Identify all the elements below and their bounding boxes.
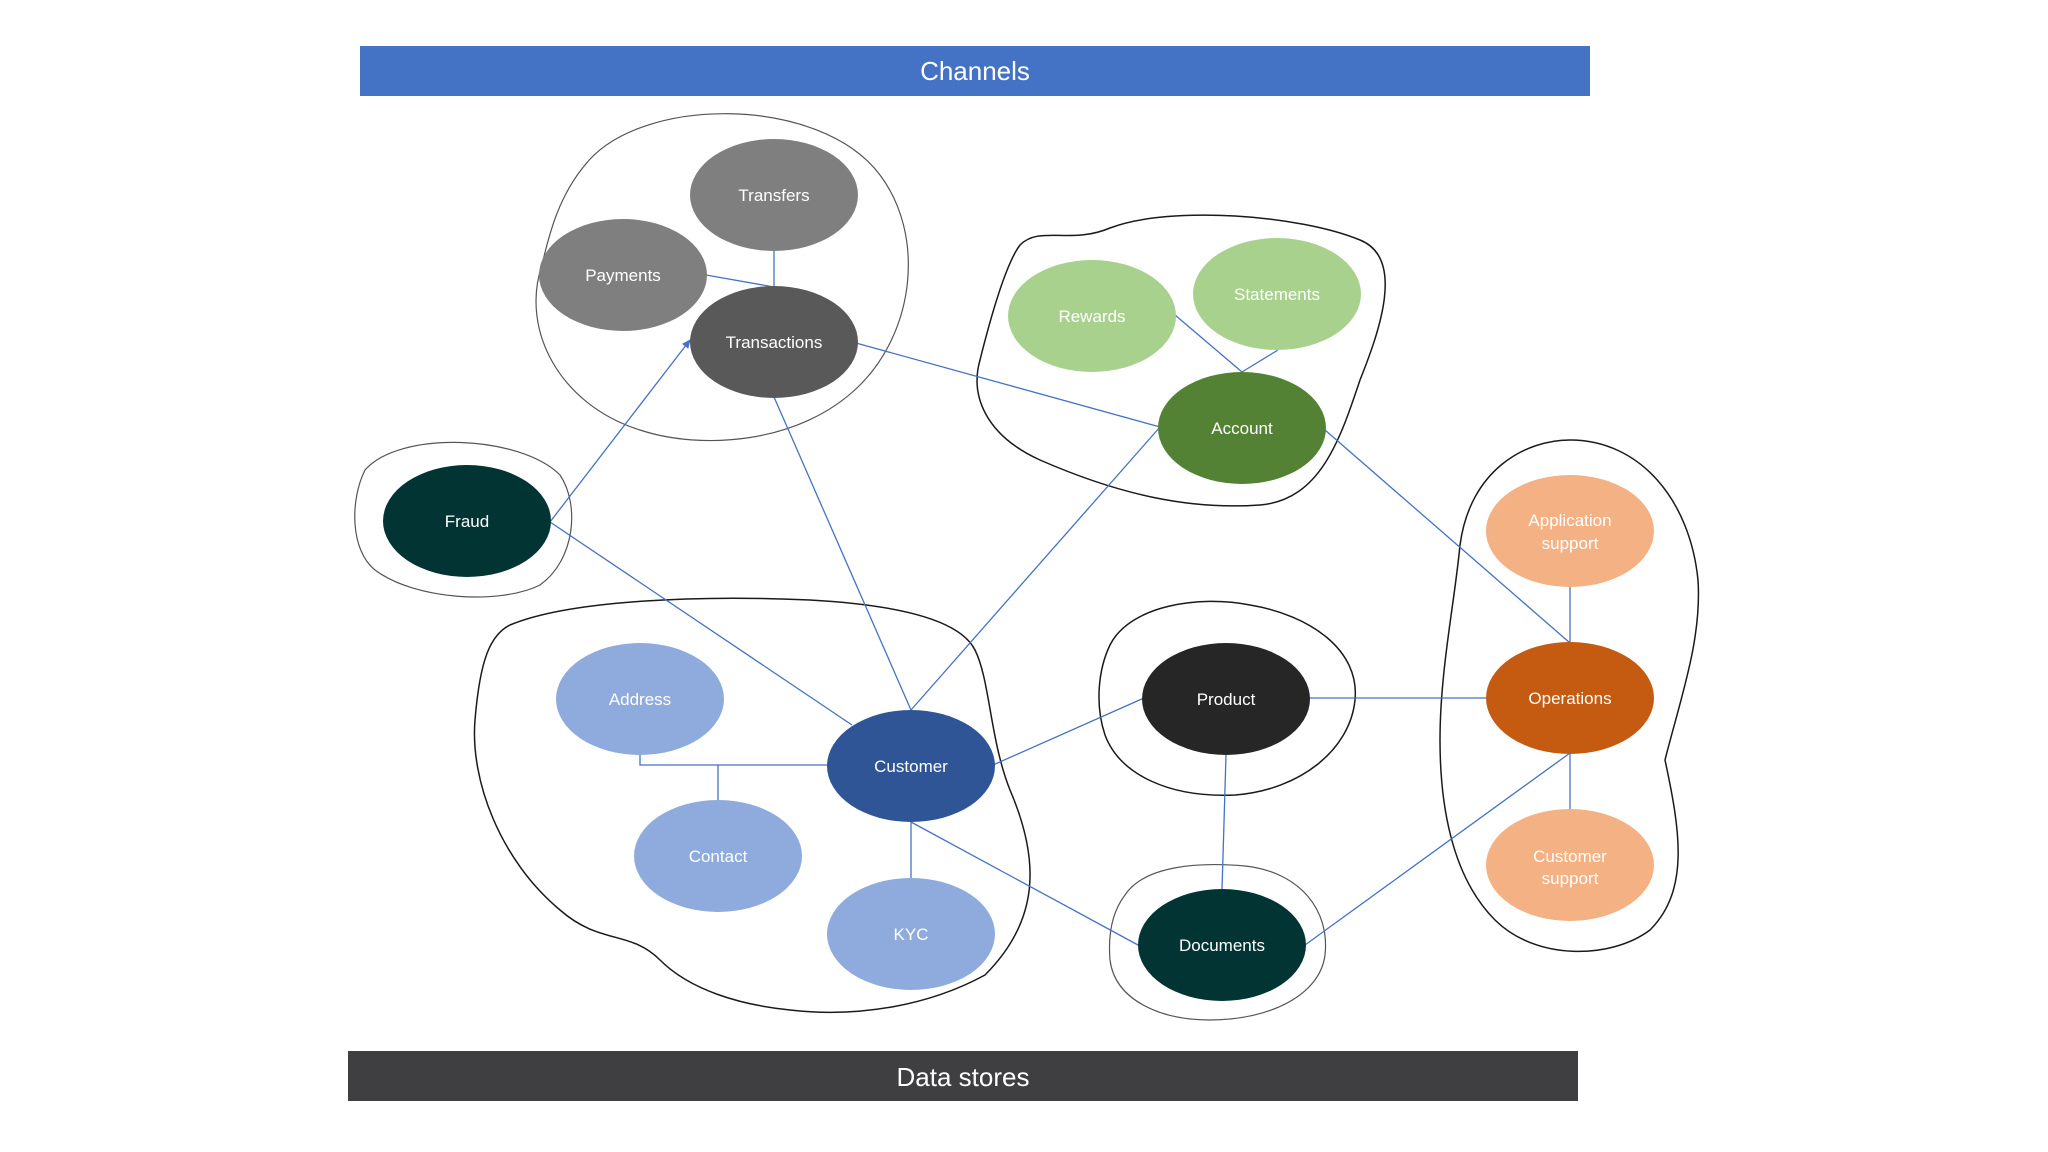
node-contact-label: Contact: [689, 847, 748, 866]
node-operations-label: Operations: [1528, 689, 1611, 708]
connector-rewards-account: [1174, 314, 1243, 373]
connector-product-documents: [1221, 754, 1227, 891]
connector-documents-operations: [1304, 752, 1571, 946]
node-rewards[interactable]: Rewards: [1008, 260, 1176, 372]
connector-statements-account: [1241, 349, 1279, 373]
node-contact[interactable]: Contact: [634, 800, 802, 912]
node-application-support[interactable]: Application support: [1486, 475, 1654, 587]
connector-transactions-account: [855, 342, 1161, 428]
connector-address-customer: [639, 755, 828, 766]
node-documents-shape: [1138, 889, 1306, 1001]
connector-fraud-customer: [549, 521, 853, 726]
node-transactions-shape: [690, 286, 858, 398]
node-transfers[interactable]: Transfers: [690, 139, 858, 251]
cluster-account-outline: [976, 214, 1386, 507]
node-transactions[interactable]: Transactions: [690, 286, 858, 398]
node-customer-support[interactable]: Customer support: [1486, 809, 1654, 921]
node-contact-shape: [634, 800, 802, 912]
data-stores-bar-background: [348, 1051, 1578, 1101]
connector-customer-documents: [910, 821, 1139, 946]
node-product-shape: [1142, 643, 1310, 755]
cluster-fraud-outline: [354, 441, 573, 598]
node-payments-label: Payments: [585, 266, 661, 285]
connector-customer-product: [992, 697, 1145, 766]
node-payments[interactable]: Payments: [539, 219, 707, 331]
connector-fraud-transactions: [549, 339, 691, 523]
node-customer-support-label-line1: Customer: [1533, 847, 1607, 866]
cluster-operations-outline: [1439, 439, 1700, 953]
node-kyc-shape: [827, 878, 995, 990]
node-fraud[interactable]: Fraud: [383, 465, 551, 577]
node-payments-shape: [539, 219, 707, 331]
node-product-label: Product: [1197, 690, 1256, 709]
connector-transactions-customer: [773, 396, 912, 711]
node-documents-label: Documents: [1179, 936, 1265, 955]
cluster-product-outline: [1098, 600, 1356, 796]
node-address-shape: [556, 643, 724, 755]
node-statements-shape: [1193, 238, 1361, 350]
nodes: Transfers Payments Transactions Rewards …: [383, 139, 1654, 1001]
node-customer-support-label-line2: support: [1542, 869, 1599, 888]
node-rewards-label: Rewards: [1058, 307, 1125, 326]
node-account-label: Account: [1211, 419, 1273, 438]
connectors: [549, 250, 1571, 946]
node-kyc[interactable]: KYC: [827, 878, 995, 990]
node-customer-shape: [827, 710, 995, 822]
node-transfers-label: Transfers: [738, 186, 809, 205]
data-stores-bar-label: Data stores: [897, 1062, 1030, 1092]
node-transfers-shape: [690, 139, 858, 251]
node-application-support-shape: [1486, 475, 1654, 587]
node-customer-label: Customer: [874, 757, 948, 776]
node-application-support-label-line1: Application: [1528, 511, 1611, 530]
node-fraud-label: Fraud: [445, 512, 489, 531]
node-customer-support-shape: [1486, 809, 1654, 921]
cluster-outlines: [354, 113, 1700, 1021]
channels-bar-label: Channels: [920, 56, 1030, 86]
channels-bar: Channels: [360, 46, 1590, 96]
cluster-customer-outline: [473, 597, 1031, 1014]
node-operations-shape: [1486, 642, 1654, 754]
node-account[interactable]: Account: [1158, 372, 1326, 484]
node-customer[interactable]: Customer: [827, 710, 995, 822]
node-fraud-shape: [383, 465, 551, 577]
channels-bar-background: [360, 46, 1590, 96]
data-stores-bar: Data stores: [348, 1051, 1578, 1101]
node-statements[interactable]: Statements: [1193, 238, 1361, 350]
node-application-support-label-line2: support: [1542, 534, 1599, 553]
connector-account-operations: [1324, 429, 1571, 644]
node-operations[interactable]: Operations: [1486, 642, 1654, 754]
node-documents[interactable]: Documents: [1138, 889, 1306, 1001]
node-address[interactable]: Address: [556, 643, 724, 755]
node-product[interactable]: Product: [1142, 643, 1310, 755]
connector-payments-transactions: [705, 274, 775, 288]
node-kyc-label: KYC: [894, 925, 929, 944]
connector-account-customer: [910, 426, 1161, 711]
node-statements-label: Statements: [1234, 285, 1320, 304]
node-rewards-shape: [1008, 260, 1176, 372]
node-address-label: Address: [609, 690, 671, 709]
cluster-documents-outline: [1108, 864, 1327, 1021]
node-transactions-label: Transactions: [726, 333, 823, 352]
node-account-shape: [1158, 372, 1326, 484]
